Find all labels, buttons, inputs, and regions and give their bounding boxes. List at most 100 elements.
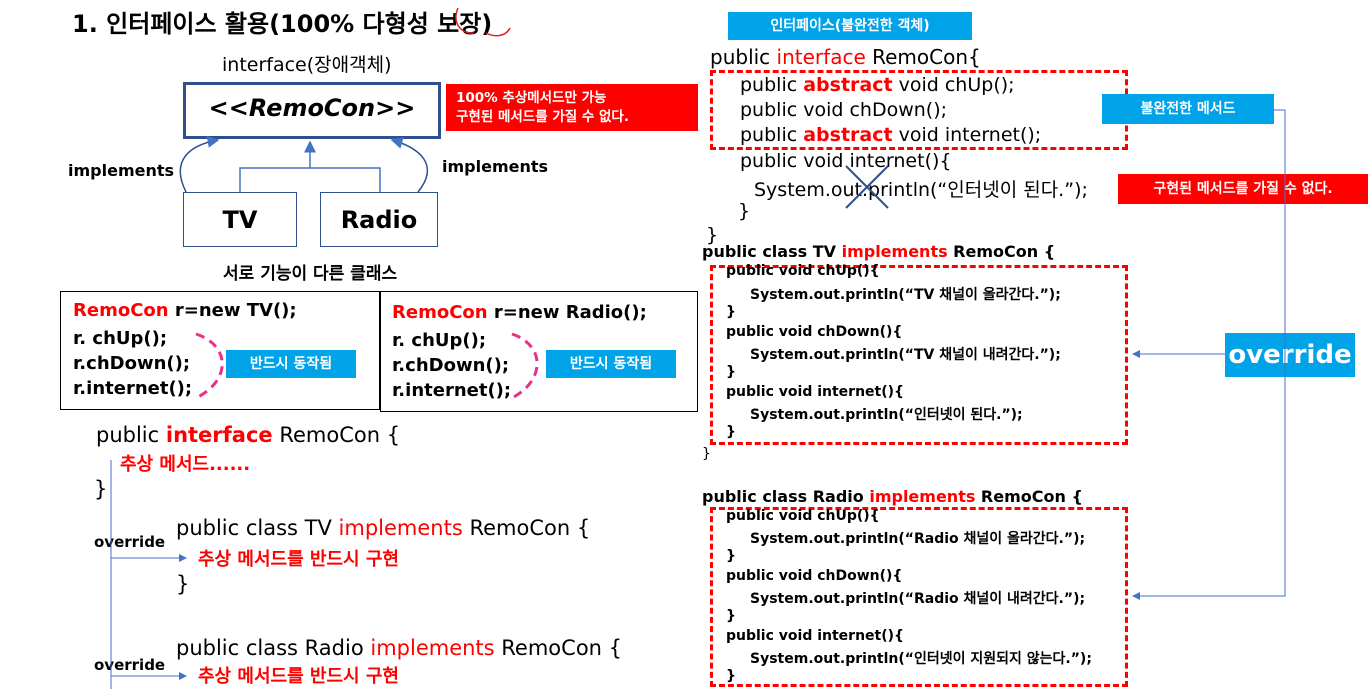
override-badge: override xyxy=(1225,333,1355,377)
chup-post: void chUp(); xyxy=(892,74,1015,96)
tv-code-line-5: } xyxy=(726,364,736,380)
radio-usage-type: RemoCon xyxy=(392,302,488,323)
abstract-methods-text: 추상 메서드...... xyxy=(120,454,251,475)
internet-keyword: abstract xyxy=(803,124,893,146)
tv-class-post: RemoCon { xyxy=(947,242,1056,261)
radio-decl-pre: public class Radio xyxy=(176,636,371,660)
chup-keyword: abstract xyxy=(803,74,893,96)
tv-usage-line-1: RemoCon r=new TV(); xyxy=(73,300,297,321)
iface-decl-keyword: interface xyxy=(165,423,273,447)
override-connector xyxy=(1132,109,1286,600)
radio-code-line-2: } xyxy=(726,548,736,564)
radio-code-line-6: public void internet(){ xyxy=(726,628,904,644)
radio-class-pre: public class Radio xyxy=(702,487,870,506)
tv-close-brace: } xyxy=(176,572,190,596)
tv-code-line-7: System.out.println(“인터넷이 된다.”); xyxy=(750,407,1023,423)
cross-out-mark xyxy=(845,165,889,209)
tv-usage-line-2: r. chUp(); xyxy=(73,328,168,349)
tv-code-line-8: } xyxy=(726,424,736,440)
tv-usage-type: RemoCon xyxy=(73,300,169,321)
radio-class-header: public class Radio implements RemoCon { xyxy=(702,487,1083,506)
radio-usage-line-2: r. chUp(); xyxy=(392,330,487,351)
radio-declaration: public class Radio implements RemoCon { xyxy=(176,636,622,660)
radio-code-line-0: public void chUp(){ xyxy=(726,508,880,524)
tv-class-label: TV xyxy=(222,206,258,234)
method-chup: public abstract void chUp(); xyxy=(740,74,1015,96)
radio-class-keyword: implements xyxy=(869,487,976,506)
tv-code-line-2: } xyxy=(726,304,736,320)
tv-class-header: public class TV implements RemoCon { xyxy=(702,242,1055,261)
radio-usage-code-box xyxy=(380,291,698,412)
implements-arrow-right xyxy=(390,137,429,193)
tv-usage-code-box xyxy=(60,291,380,410)
note-line-2: 구현된 메서드를 가질 수 없다. xyxy=(456,109,629,125)
interface-caption: interface(장애객체) xyxy=(222,54,392,76)
radio-code-line-7: System.out.println(“인터넷이 지원되지 않는다.”); xyxy=(750,651,1092,667)
radio-class-box xyxy=(320,192,438,247)
internet-post: void internet(); xyxy=(892,124,1042,146)
radio-usage-line-4: r.internet(); xyxy=(392,380,512,401)
iface-close-brace: } xyxy=(94,477,108,501)
tv-implement-text: 추상 메서드를 반드시 구현 xyxy=(198,549,399,570)
radio-usage-line-1: RemoCon r=new Radio(); xyxy=(392,302,647,323)
radio-class-label: Radio xyxy=(340,206,418,234)
radio-usage-new: r=new Radio(); xyxy=(487,302,647,323)
tv-decl-pre: public class TV xyxy=(176,516,339,540)
incomplete-object-badge: 인터페이스(불완전한 객체) xyxy=(728,12,972,40)
iface-line-keyword: interface xyxy=(776,45,866,69)
tv-code-line-0: public void chUp(){ xyxy=(726,263,880,279)
tv-class-keyword: implements xyxy=(841,242,948,261)
radio-code-line-1: System.out.println(“Radio 채널이 올라간다.”); xyxy=(750,531,1086,547)
tv-class-close-brace: } xyxy=(702,446,711,462)
iface-line-pre: public xyxy=(710,45,777,69)
radio-call-bracket xyxy=(511,332,539,400)
radio-code-line-3: public void chDown(){ xyxy=(726,568,903,584)
iface-declaration: public interface RemoCon { xyxy=(96,423,400,447)
method-internet: public abstract void internet(); xyxy=(740,124,1041,146)
implements-label-left: implements xyxy=(68,161,175,180)
abstract-only-note: 100% 추상메서드만 가능 구현된 메서드를 가질 수 없다. xyxy=(446,84,698,131)
implements-arrow-left xyxy=(179,135,220,193)
inheritance-tree xyxy=(239,142,381,192)
tv-code-line-1: System.out.println(“TV 채널이 올라간다.”); xyxy=(750,287,1061,303)
iface-line-post: RemoCon{ xyxy=(865,45,981,69)
radio-decl-post: RemoCon { xyxy=(494,636,623,660)
tv-decl-keyword: implements xyxy=(338,516,463,540)
tv-methods-dashed-box xyxy=(710,265,1128,445)
interface-header-line: public interface RemoCon{ xyxy=(710,45,981,69)
tv-usage-line-4: r.internet(); xyxy=(73,378,193,399)
iface-decl-pre: public xyxy=(96,423,166,447)
radio-methods-dashed-box xyxy=(710,507,1128,687)
method-chdown: public void chDown(); xyxy=(740,99,948,121)
interface-close-brace: } xyxy=(706,224,719,246)
radio-code-line-8: } xyxy=(726,668,736,684)
implemented-method-line-3: } xyxy=(738,200,751,222)
cannot-have-impl-badge: 구현된 메서드를 가질 수 없다. xyxy=(1118,174,1368,204)
incomplete-method-badge: 불완전한 메서드 xyxy=(1102,94,1274,124)
tv-class-pre: public class TV xyxy=(702,242,842,261)
tv-usage-new: r=new TV(); xyxy=(168,300,297,321)
different-classes-caption: 서로 기능이 다른 클래스 xyxy=(223,264,398,284)
title-scribble-2 xyxy=(485,27,511,37)
tv-declaration: public class TV implements RemoCon { xyxy=(176,516,590,540)
implements-label-right: implements xyxy=(442,157,549,176)
tv-usage-line-3: r.chDown(); xyxy=(73,353,191,374)
tv-call-bracket xyxy=(195,332,224,400)
radio-implement-text: 추상 메서드를 반드시 구현 xyxy=(198,666,399,687)
radio-usage-line-3: r.chDown(); xyxy=(392,355,510,376)
radio-code-line-4: System.out.println(“Radio 채널이 내려간다.”); xyxy=(750,591,1086,607)
iface-decl-post: RemoCon { xyxy=(272,423,401,447)
override-label-1: override xyxy=(94,533,166,551)
remocon-interface-label: <<RemoCon>> xyxy=(208,94,416,122)
page-title: 1. 인터페이스 활용(100% 다형성 보장) xyxy=(72,10,493,38)
implemented-method-line-1: public void internet(){ xyxy=(740,150,952,172)
radio-decl-keyword: implements xyxy=(370,636,495,660)
tv-class-box xyxy=(183,192,297,247)
radio-class-post: RemoCon { xyxy=(975,487,1083,506)
title-scribble-1 xyxy=(455,7,475,34)
tv-works-badge: 반드시 동작됨 xyxy=(226,350,356,378)
note-line-1: 100% 추상메서드만 가능 xyxy=(456,90,607,106)
tv-code-line-3: public void chDown(){ xyxy=(726,324,903,340)
implemented-method-line-2: System.out.println(“인터넷이 된다.”); xyxy=(754,179,1088,201)
